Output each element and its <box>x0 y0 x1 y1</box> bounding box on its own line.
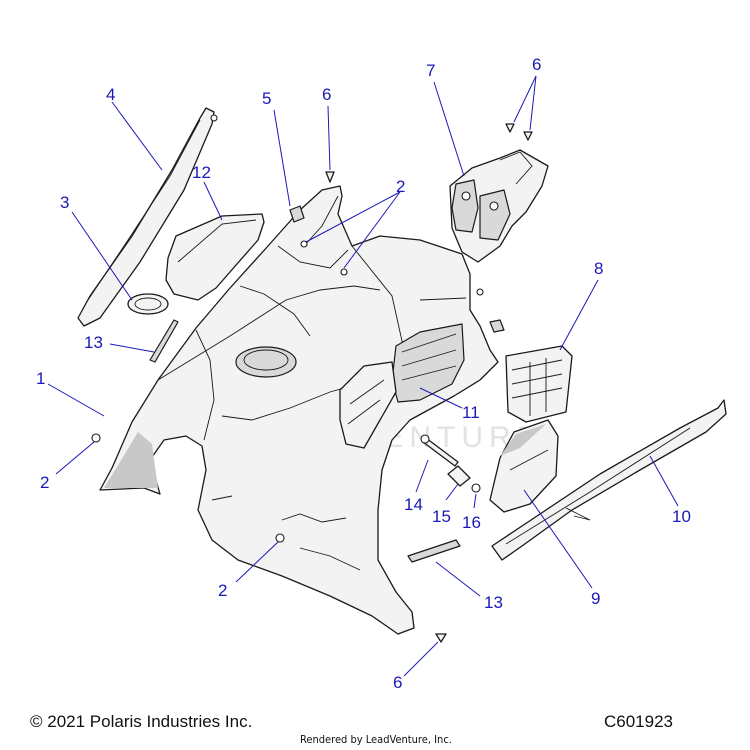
fastener-2-upper-a <box>300 240 308 248</box>
callout-5[interactable]: 5 <box>262 89 271 108</box>
fastener-clip-right <box>489 319 505 333</box>
part-9-bin[interactable] <box>489 419 559 513</box>
part-1-console-body[interactable] <box>99 185 499 635</box>
callout-2-upper[interactable]: 2 <box>396 177 405 196</box>
part-12-pad[interactable] <box>165 213 265 301</box>
part-15-spacer[interactable] <box>447 465 471 487</box>
fastener-2-lower <box>275 533 285 543</box>
callout-3[interactable]: 3 <box>60 193 69 212</box>
callout-2-lower[interactable]: 2 <box>218 581 227 600</box>
callout-6-upper[interactable]: 6 <box>322 85 331 104</box>
callout-4[interactable]: 4 <box>106 85 115 104</box>
fastener-6-right-a <box>505 123 515 133</box>
copyright-text: © 2021 Polaris Industries Inc. <box>30 712 253 731</box>
fastener-6-right-b <box>523 131 533 141</box>
callout-14[interactable]: 14 <box>404 495 423 514</box>
part-14-screw[interactable] <box>420 434 459 467</box>
callout-13-lower[interactable]: 13 <box>484 593 503 612</box>
callout-1[interactable]: 1 <box>36 369 45 388</box>
callout-11[interactable]: 11 <box>462 403 480 422</box>
callout-8[interactable]: 8 <box>594 259 603 278</box>
callouts: 1 2 2 2 3 4 5 6 6 6 7 8 9 10 11 12 13 13… <box>36 55 691 692</box>
diagram-code: C601923 <box>604 712 674 731</box>
rendered-by-text: Rendered by LeadVenture, Inc. <box>300 733 452 746</box>
fastener-right <box>476 288 484 296</box>
callout-6-bottom[interactable]: 6 <box>393 673 402 692</box>
callout-9[interactable]: 9 <box>591 589 600 608</box>
callout-12[interactable]: 12 <box>192 163 211 182</box>
part-7-bracket[interactable] <box>449 149 549 263</box>
part-8-vent-grille[interactable] <box>505 345 573 423</box>
fastener-5-clip <box>289 205 305 223</box>
part-10-trim-bar[interactable] <box>491 399 727 561</box>
callout-15[interactable]: 15 <box>432 507 451 526</box>
part-3-ring[interactable] <box>127 293 169 315</box>
callout-7[interactable]: 7 <box>426 61 435 80</box>
part-11-panel-insert[interactable] <box>339 323 465 449</box>
callout-2-left[interactable]: 2 <box>40 473 49 492</box>
callout-6-right[interactable]: 6 <box>532 55 541 74</box>
leader-lines <box>47 75 679 677</box>
fastener-2-upper-b <box>340 268 348 276</box>
fastener-2-left <box>91 433 101 443</box>
fastener-6-bottom <box>435 633 447 643</box>
part-13-rod-upper[interactable] <box>149 319 179 363</box>
part-13-rod-lower[interactable] <box>407 539 461 563</box>
callout-10[interactable]: 10 <box>672 507 691 526</box>
callout-13-upper[interactable]: 13 <box>84 333 103 352</box>
fasteners <box>91 123 533 643</box>
fastener-6-upper <box>325 171 335 183</box>
part-16-nut[interactable] <box>471 483 481 493</box>
callout-16[interactable]: 16 <box>462 513 481 532</box>
